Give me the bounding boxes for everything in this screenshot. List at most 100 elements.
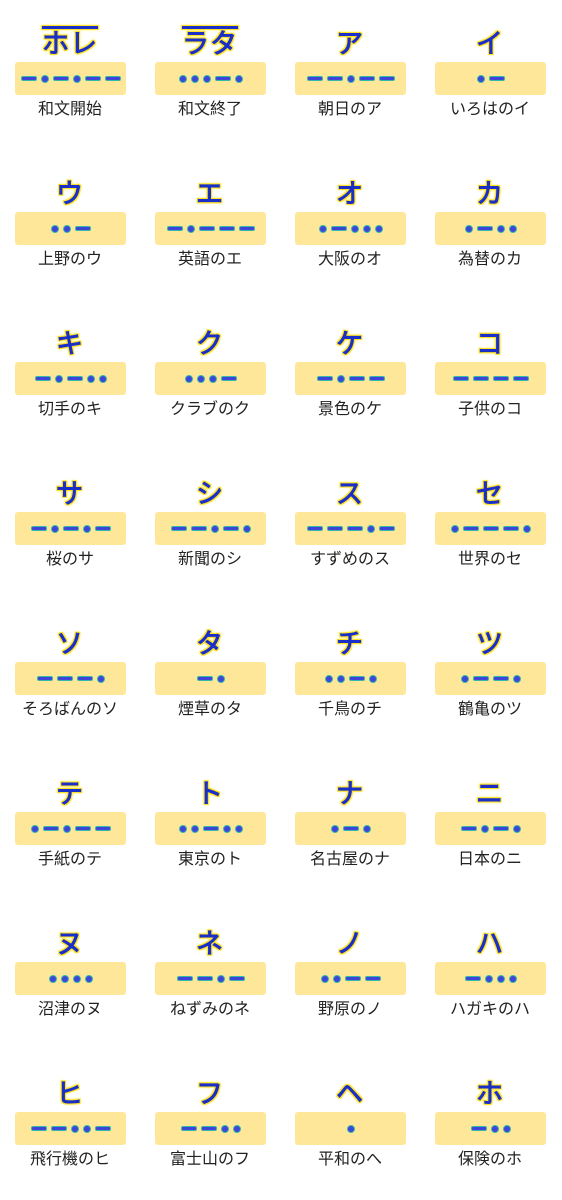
morse-code-bar — [15, 662, 126, 695]
morse-dot — [190, 824, 199, 833]
mnemonic-label: クラブのク — [169, 399, 250, 418]
kana-character: ヒ — [56, 1079, 84, 1110]
morse-dash — [170, 526, 187, 531]
morse-dot — [496, 974, 505, 983]
morse-dot — [320, 974, 329, 983]
morse-dot — [96, 674, 105, 683]
morse-dot — [464, 224, 473, 233]
morse-dash — [30, 526, 47, 531]
mnemonic-label: そろばんのソ — [21, 699, 118, 718]
mnemonic-label: 名古屋のナ — [309, 849, 390, 868]
morse-dash — [94, 826, 111, 831]
morse-dash — [358, 76, 375, 81]
morse-card: イいろはのイ — [420, 0, 560, 150]
morse-dash — [316, 376, 333, 381]
morse-card: コ子供のコ — [420, 300, 560, 450]
morse-dot — [210, 524, 219, 533]
morse-dash — [326, 526, 343, 531]
morse-dot — [234, 74, 243, 83]
morse-dot — [220, 1124, 229, 1133]
morse-dot — [190, 74, 199, 83]
mnemonic-label: 千鳥のチ — [317, 699, 382, 718]
morse-dash — [196, 976, 213, 981]
morse-dash — [220, 376, 237, 381]
morse-dot — [366, 524, 375, 533]
morse-dash — [176, 976, 193, 981]
morse-dash — [378, 76, 395, 81]
morse-code-bar — [15, 512, 126, 545]
kana-character: ヌ — [56, 929, 84, 960]
mnemonic-label: ねずみのネ — [169, 999, 250, 1018]
morse-dot — [350, 224, 359, 233]
mnemonic-label: 手紙のテ — [37, 849, 102, 868]
morse-card: タ煙草のタ — [140, 600, 280, 750]
morse-dot — [336, 374, 345, 383]
morse-dash — [56, 676, 73, 681]
morse-card: チ千鳥のチ — [280, 600, 420, 750]
morse-dot — [460, 674, 469, 683]
morse-code-bar — [15, 962, 126, 995]
kana-character: ハ — [476, 929, 504, 960]
morse-card: ネねずみのネ — [140, 900, 280, 1050]
kana-character: エ — [196, 179, 224, 210]
mnemonic-label: 和文終了 — [177, 99, 242, 118]
morse-dash — [42, 826, 59, 831]
morse-dash — [460, 826, 477, 831]
morse-dot — [522, 524, 531, 533]
morse-dot — [178, 824, 187, 833]
kana-character: ス — [336, 479, 364, 510]
morse-dot — [184, 374, 193, 383]
morse-dot — [496, 224, 505, 233]
kana-character: ア — [336, 29, 364, 60]
kana-character: イ — [476, 29, 504, 60]
morse-dash — [66, 376, 83, 381]
morse-card: ククラブのク — [140, 300, 280, 450]
morse-dash — [166, 226, 183, 231]
morse-dash — [492, 676, 509, 681]
kana-character: フ — [196, 1079, 224, 1110]
morse-dash — [238, 226, 255, 231]
morse-dot — [336, 674, 345, 683]
morse-dash — [476, 226, 493, 231]
morse-card: ニ日本のニ — [420, 750, 560, 900]
morse-code-bar — [435, 62, 546, 95]
kana-character: テ — [56, 779, 84, 810]
morse-code-bar — [15, 362, 126, 395]
morse-card: ヌ沼津のヌ — [0, 900, 140, 1050]
kana-character: ク — [196, 329, 224, 360]
morse-dash — [94, 526, 111, 531]
morse-dash — [34, 376, 51, 381]
kana-character: ホ — [476, 1079, 504, 1110]
mnemonic-label: 保険のホ — [457, 1149, 522, 1168]
morse-dash — [470, 1126, 487, 1131]
morse-card: エ英語のエ — [140, 150, 280, 300]
kana-character: ラタ — [182, 29, 238, 60]
morse-dot — [178, 74, 187, 83]
mnemonic-label: ハガキのハ — [449, 999, 530, 1018]
morse-code-bar — [435, 812, 546, 845]
morse-code-bar — [155, 512, 266, 545]
mnemonic-label: 桜のサ — [45, 549, 94, 568]
kana-character: ケ — [336, 329, 364, 360]
morse-dash — [36, 676, 53, 681]
morse-dot — [222, 824, 231, 833]
morse-card: ハハガキのハ — [420, 900, 560, 1050]
kana-character: キ — [56, 329, 84, 360]
morse-dot — [450, 524, 459, 533]
morse-dot — [72, 74, 81, 83]
morse-dash — [346, 526, 363, 531]
morse-dot — [318, 224, 327, 233]
morse-dot — [62, 824, 71, 833]
morse-dash — [200, 1126, 217, 1131]
mnemonic-label: 平和のへ — [317, 1149, 382, 1168]
mnemonic-label: 上野のウ — [37, 249, 102, 268]
morse-dash — [218, 226, 235, 231]
morse-dot — [216, 974, 225, 983]
morse-dash — [492, 826, 509, 831]
kana-character: ト — [196, 779, 224, 810]
morse-dash — [472, 376, 489, 381]
morse-card: テ手紙のテ — [0, 750, 140, 900]
morse-dot — [50, 224, 59, 233]
morse-dot — [512, 674, 521, 683]
morse-dot — [242, 524, 251, 533]
